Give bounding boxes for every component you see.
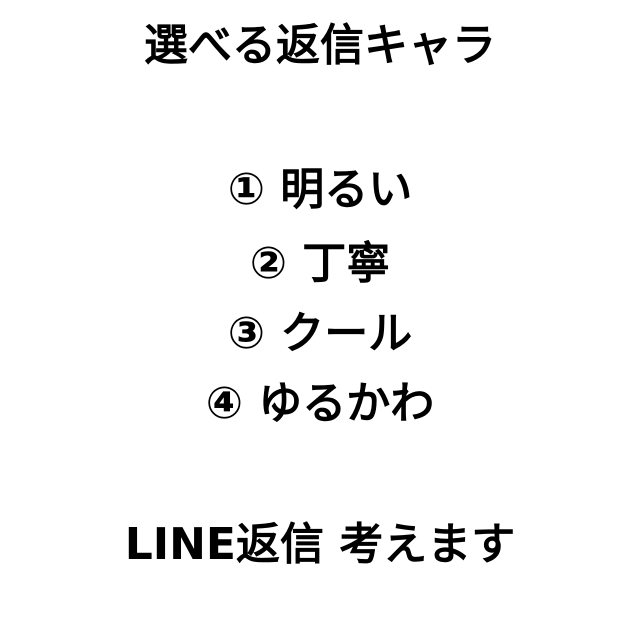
option-number: ④ <box>205 378 243 429</box>
title-heading: 選べる返信キャラ <box>144 20 496 71</box>
option-cool: ③ クール <box>0 306 640 362</box>
option-bright: ① 明るい <box>0 162 640 218</box>
option-polite: ② 丁寧 <box>0 236 640 292</box>
option-label: 明るい <box>280 164 413 215</box>
option-label: クール <box>280 308 413 359</box>
footer-text: LINE返信 考えます <box>124 519 516 570</box>
option-label: ゆるかわ <box>258 378 435 429</box>
option-number: ③ <box>227 308 265 359</box>
option-number: ② <box>249 238 287 289</box>
option-cute: ④ ゆるかわ <box>0 376 640 432</box>
option-number: ① <box>227 164 265 215</box>
option-label: 丁寧 <box>302 238 391 289</box>
